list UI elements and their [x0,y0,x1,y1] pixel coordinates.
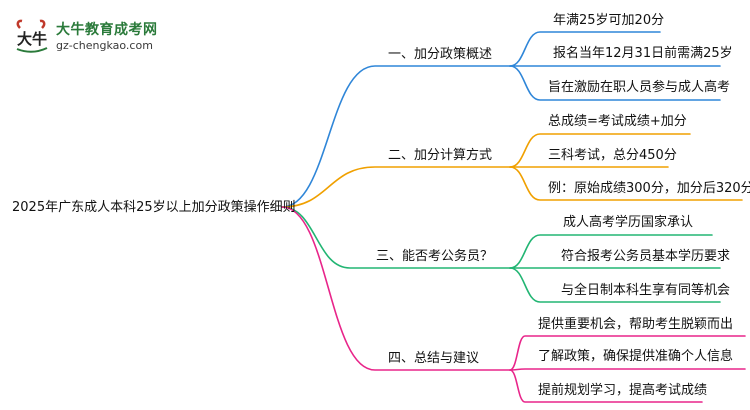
leaf-connector [509,368,746,371]
leaf-connector [509,234,713,269]
leaf-connector [509,166,743,201]
leaf-text: 与全日制本科生享有同等机会 [561,283,731,298]
logo-mark-text: 大牛 [17,30,47,48]
branch-connector [281,65,511,208]
leaf-text: 报名当年12月31日前需满25岁 [553,46,733,61]
leaf-text: 成人高考学历国家承认 [563,215,694,230]
leaf-text: 年满25岁可加20分 [553,13,665,28]
root-title: 2025年广东成人本科25岁以上加分政策操作细则 [12,200,296,215]
leaf-text: 提供重要机会，帮助考生脱颖而出 [538,317,734,332]
branch-connector [281,206,511,371]
leaf-connector [509,335,746,371]
leaf-text: 提前规划学习，提高考试成绩 [538,383,708,398]
leaf-text: 总成绩=考试成绩+加分 [548,114,687,129]
branch-connector [281,166,511,208]
connector-layer [281,31,746,403]
leaf-text: 旨在激励在职人员参与成人高考 [548,80,731,95]
leaf-text: 三科考试，总分450分 [548,148,677,163]
leaf-text: 符合报考公务员基本学历要求 [561,249,731,264]
leaf-connector [509,31,661,67]
branch-label: 四、总结与建议 [388,351,480,366]
logo-name: 大牛教育成考网 [56,22,158,38]
site-logo[interactable]: 大牛 大牛教育成考网 gz-chengkao.com [6,16,196,56]
leaf-connector [509,267,721,303]
bull-logo-icon: 大牛 [16,19,48,53]
leaf-connector [509,133,691,168]
leaf-connector [509,369,703,403]
leaf-text: 了解政策，确保提供准确个人信息 [538,349,734,364]
branch-label: 二、加分计算方式 [388,148,493,163]
branch-label: 三、能否考公务员？ [376,249,494,264]
leaf-connector [509,65,721,101]
branch-label: 一、加分政策概述 [388,47,493,62]
logo-url: gz-chengkao.com [56,39,153,52]
leaf-text: 例：原始成绩300分，加分后320分 [548,181,750,196]
